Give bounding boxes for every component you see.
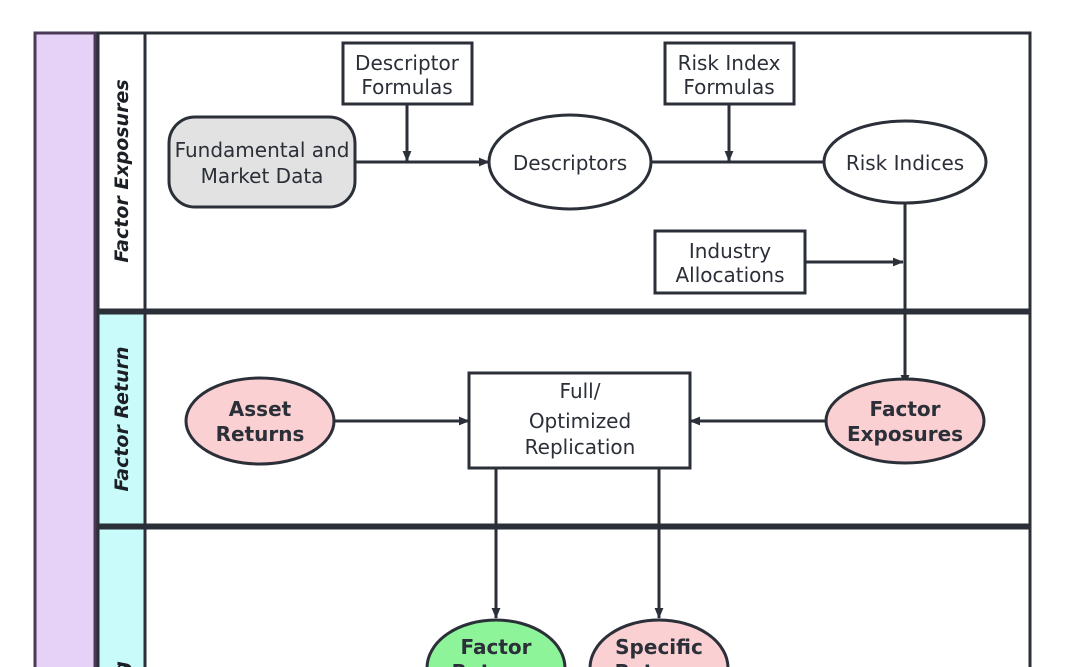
lane-label-factor-return: Factor Return (111, 346, 133, 491)
node-asset-returns[interactable]: Asset Returns (184, 376, 336, 466)
lane-label-factor-exposures: Factor Exposures (111, 79, 133, 262)
node-label-line: Returns (615, 660, 704, 667)
node-descriptor-formulas[interactable]: Descriptor Formulas (341, 41, 474, 106)
node-full-optimized-replication[interactable]: Full/ Optimized Replication (467, 371, 692, 470)
node-label-line: Risk Indices (846, 151, 964, 175)
node-fundamental-market-data[interactable]: Fundamental and Market Data (167, 115, 357, 209)
node-industry-allocations[interactable]: Industry Allocations (653, 229, 807, 295)
node-factor-returns[interactable]: Factor Returns (425, 618, 567, 667)
node-label-line: Returns (452, 660, 541, 667)
node-label-line: Returns (216, 422, 305, 446)
node-label-line: Descriptors (513, 151, 627, 175)
lane-content-factor-exposures (143, 31, 1032, 312)
node-label-line: Exposures (847, 422, 963, 446)
node-label-line: Market Data (201, 164, 324, 188)
node-label-line: Fundamental and (175, 138, 350, 162)
node-label-line: Optimized (529, 409, 631, 433)
lane-content-factor-return (143, 311, 1032, 527)
node-label-line: Factor (460, 635, 531, 659)
node-label-line: Formulas (361, 75, 452, 99)
node-descriptors[interactable]: Descriptors (487, 113, 653, 211)
node-label-line: Full/ (560, 379, 601, 403)
node-label-line: Industry (689, 239, 771, 263)
lane-label-third: g (111, 661, 133, 667)
lane-accent-column (33, 31, 97, 667)
lane-content-third (143, 526, 1032, 667)
lane-band-third (96, 526, 147, 667)
node-label-line: Allocations (675, 263, 784, 287)
lane-band-factor-exposures (96, 31, 147, 312)
node-risk-index-formulas[interactable]: Risk Index Formulas (663, 41, 796, 106)
node-factor-exposures[interactable]: Factor Exposures (824, 377, 986, 465)
node-label-line: Replication (525, 435, 636, 459)
node-label-line: Specific (615, 635, 703, 659)
node-label-line: Formulas (683, 75, 774, 99)
node-label-line: Asset (229, 397, 292, 421)
node-label-line: Descriptor (355, 51, 460, 75)
node-label-line: Risk Index (678, 51, 781, 75)
node-specific-returns[interactable]: Specific Returns (588, 618, 730, 667)
node-label-line: Factor (869, 397, 940, 421)
node-risk-indices[interactable]: Risk Indices (822, 119, 988, 205)
lane-band-factor-return (96, 311, 147, 527)
